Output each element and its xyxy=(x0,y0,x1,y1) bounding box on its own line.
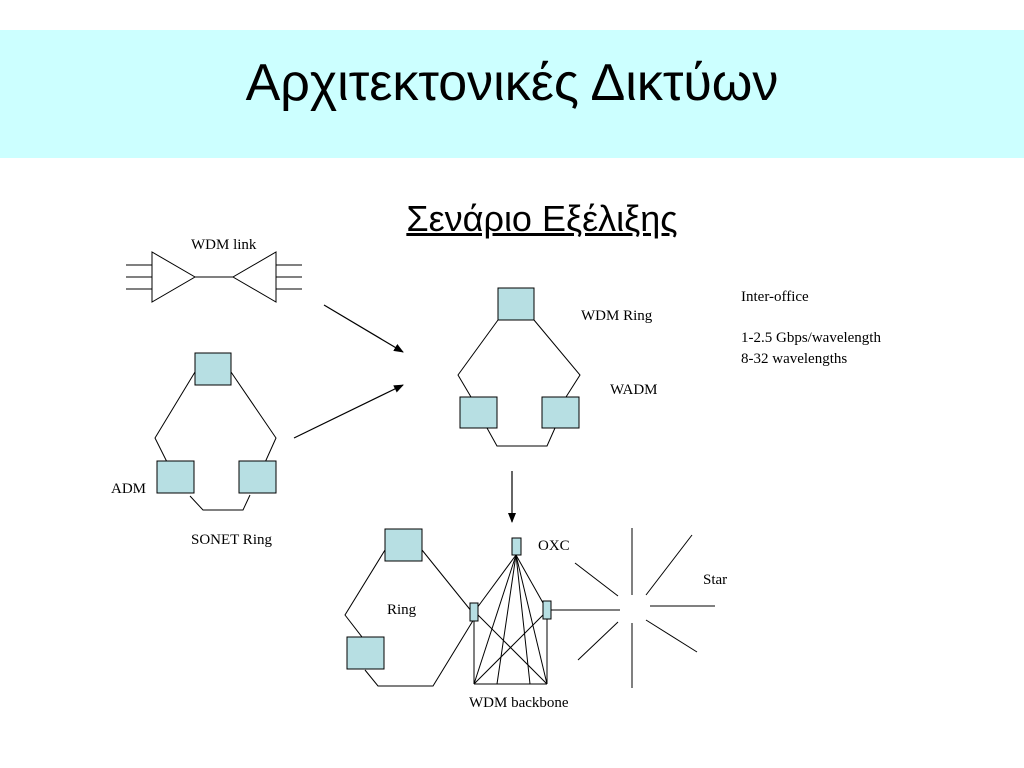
label-inter-office: Inter-office xyxy=(741,289,809,305)
oxc-node-top xyxy=(511,537,522,556)
wdm-demux-triangle xyxy=(232,251,277,303)
label-wdm-backbone: WDM backbone xyxy=(469,695,569,711)
wdm-ring-node-top xyxy=(497,287,535,321)
ring-node-bottom xyxy=(346,636,385,670)
slide-title: Αρχιτεκτονικές Δικτύων xyxy=(245,54,779,112)
oxc-node-left xyxy=(469,602,479,622)
label-oxc: OXC xyxy=(538,538,570,554)
title-band xyxy=(0,30,1024,158)
oxc-node-right xyxy=(542,600,552,620)
label-ring: Ring xyxy=(387,602,417,618)
label-wadm: WADM xyxy=(610,382,658,398)
label-star: Star xyxy=(703,572,728,588)
lower-ring xyxy=(344,549,475,687)
wdm-mux-triangle xyxy=(151,251,196,303)
star-topology xyxy=(574,528,715,688)
arrow-link-to-wdm-ring xyxy=(323,304,404,353)
wadm-node-left xyxy=(459,396,498,429)
slide-subtitle: Σενάριο Εξέλιξης xyxy=(406,198,678,239)
wdm-ring xyxy=(457,319,581,447)
wdm-link-symbol xyxy=(126,251,302,303)
arrow-sonet-to-wdm-ring xyxy=(293,384,404,439)
label-wdm-ring: WDM Ring xyxy=(581,308,653,324)
ring-node-top xyxy=(384,528,423,562)
sonet-adm-right xyxy=(238,460,277,494)
wdm-backbone xyxy=(473,554,548,685)
label-wavelengths: 8-32 wavelengths xyxy=(741,351,848,367)
label-adm: ADM xyxy=(111,481,147,497)
sonet-adm-left xyxy=(156,460,195,494)
label-sonet-ring: SONET Ring xyxy=(191,532,272,548)
sonet-adm-top xyxy=(194,352,232,386)
wadm-node-right xyxy=(541,396,580,429)
label-wdm-link: WDM link xyxy=(191,237,257,253)
label-gbps: 1-2.5 Gbps/wavelength xyxy=(741,330,881,346)
